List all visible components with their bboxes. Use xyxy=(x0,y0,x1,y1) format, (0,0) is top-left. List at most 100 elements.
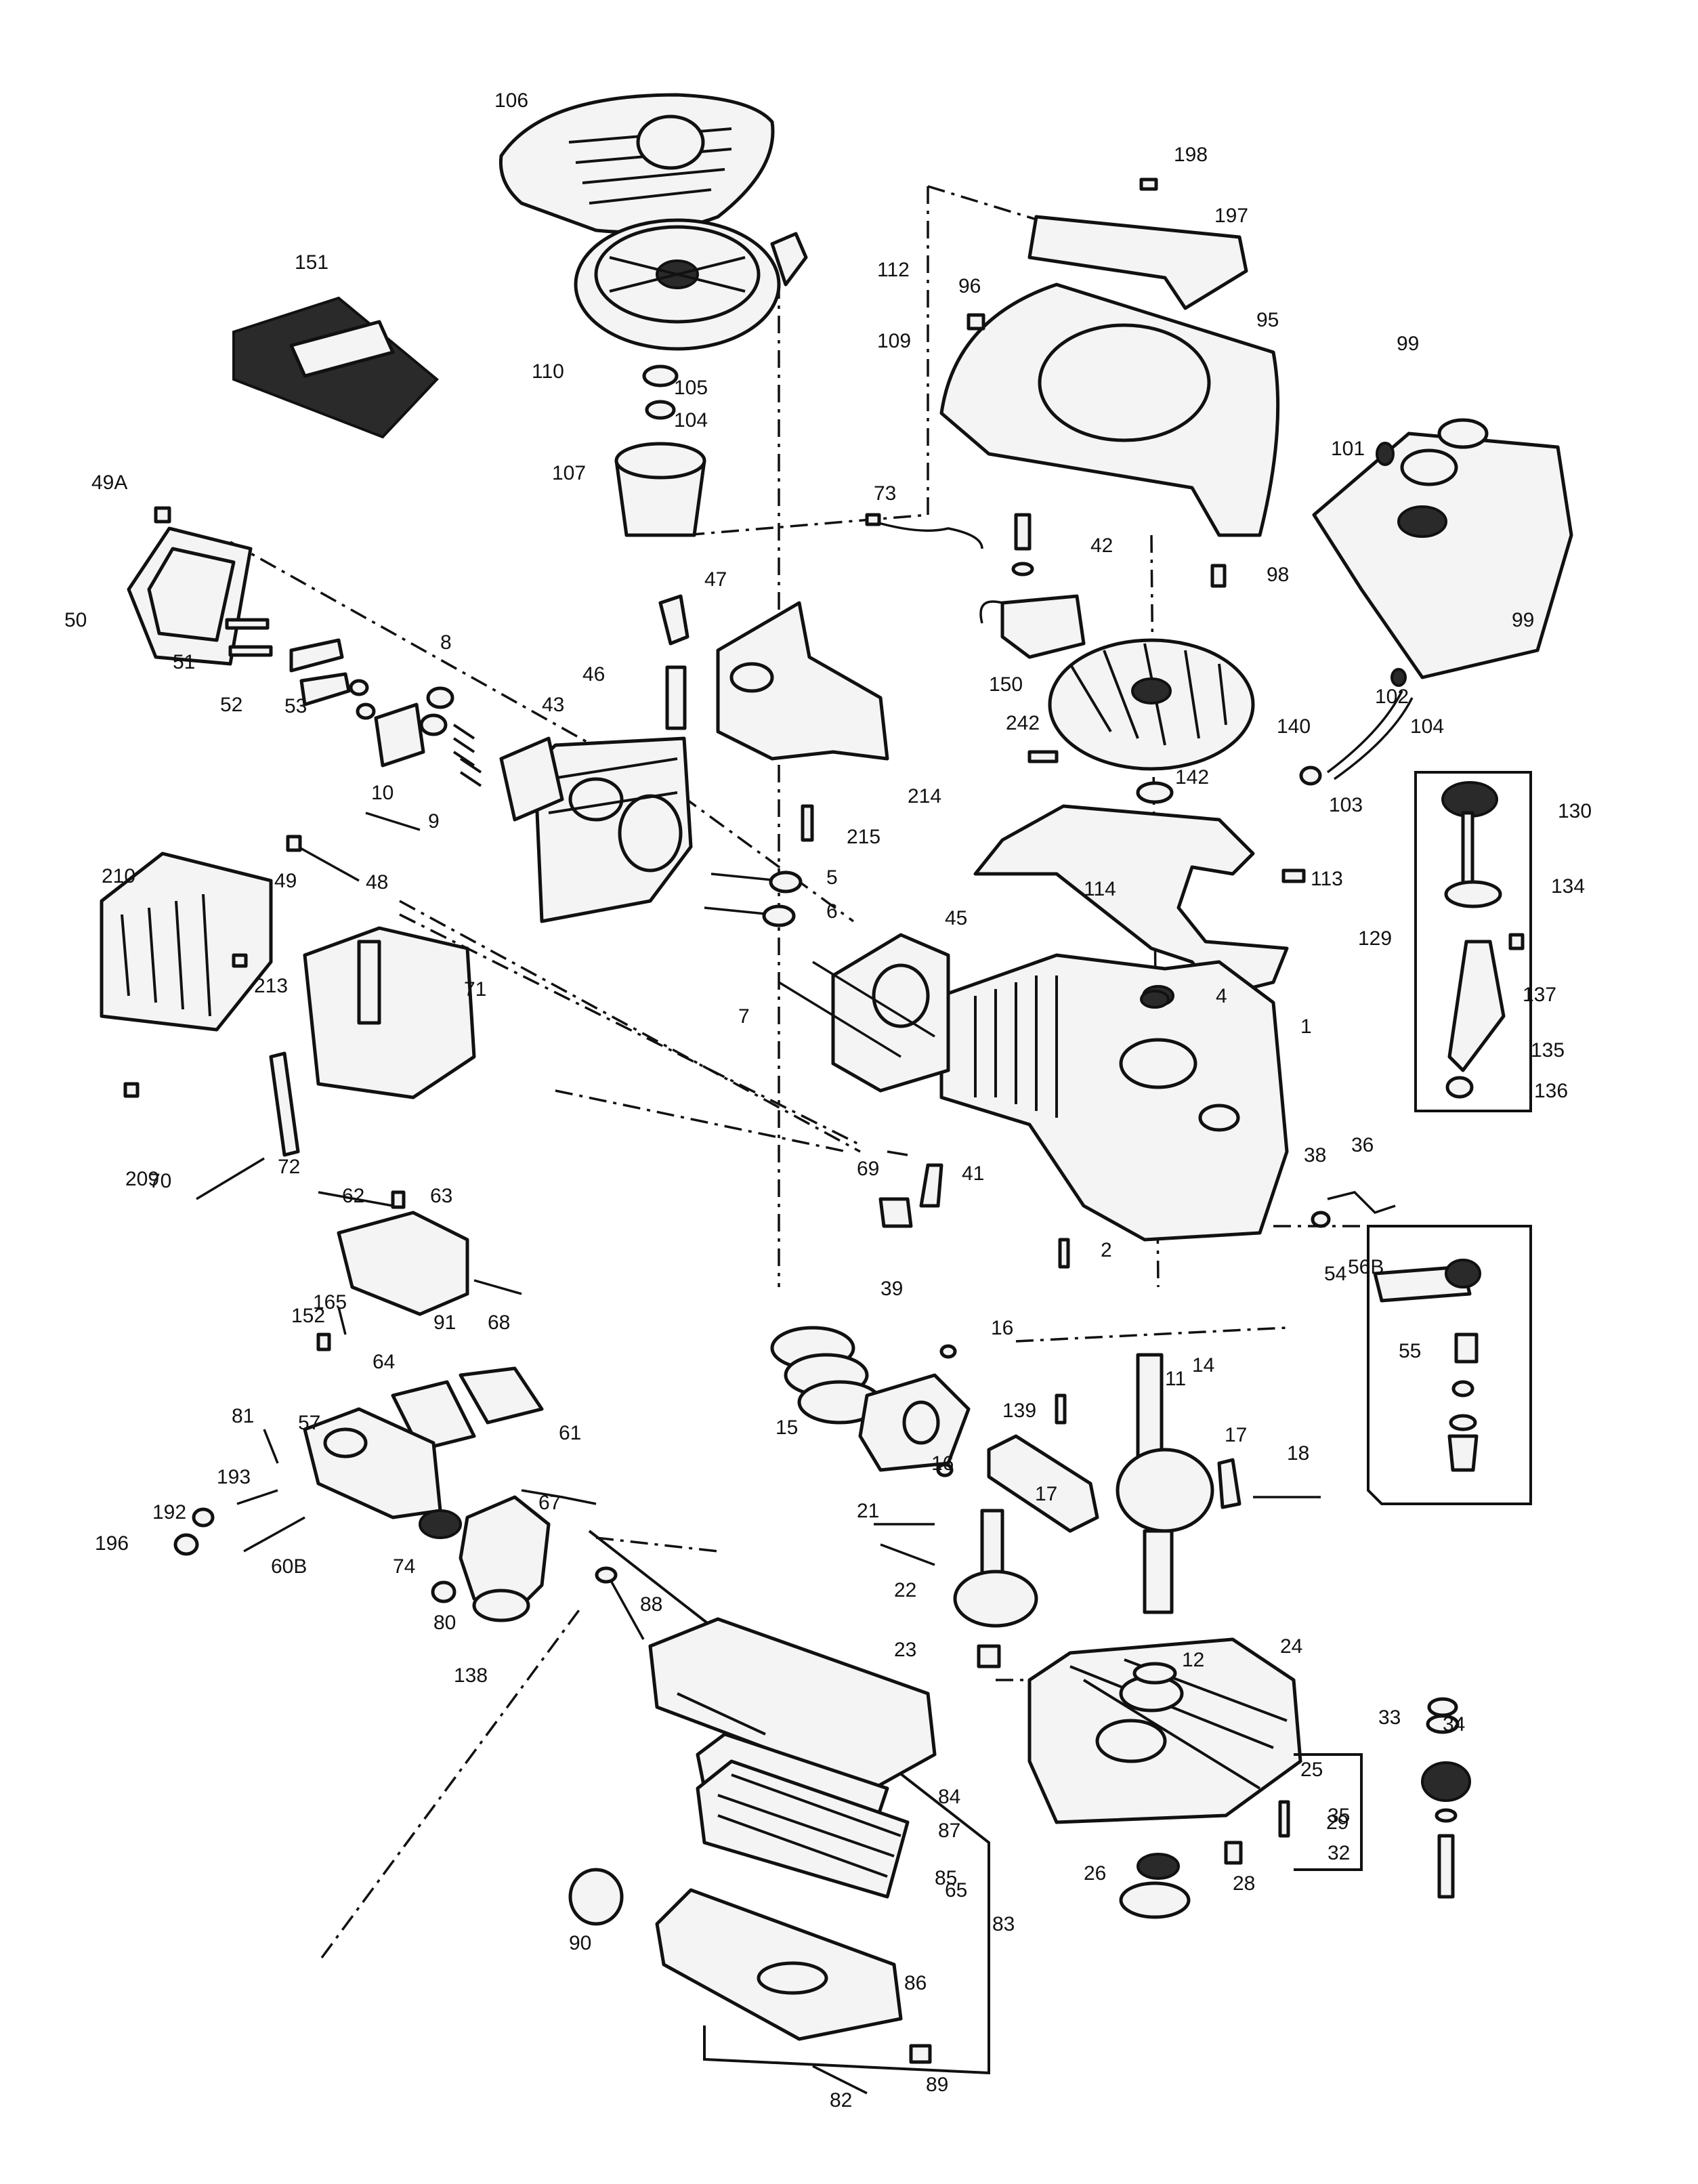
callout-213: 213 xyxy=(254,975,288,997)
callout-42: 42 xyxy=(1090,534,1113,557)
callout-29: 29 xyxy=(1326,1811,1349,1834)
callout-87: 87 xyxy=(938,1820,960,1842)
callout-82: 82 xyxy=(830,2089,852,2112)
part-99-screw xyxy=(967,313,985,331)
part-26-seal xyxy=(1137,1853,1180,1880)
part-70-screw xyxy=(473,1279,522,1295)
part-65-screw xyxy=(391,1190,406,1209)
callout-47: 47 xyxy=(704,568,727,591)
part-107-nut xyxy=(642,364,679,387)
part-39-washer xyxy=(1311,1211,1331,1228)
callout-139: 139 xyxy=(1002,1400,1036,1422)
part-71-spring xyxy=(887,1150,908,1156)
callout-103: 103 xyxy=(1329,794,1363,816)
callout-22: 22 xyxy=(894,1579,916,1601)
part-17-connecting-rod xyxy=(987,1434,1099,1533)
callout-91: 91 xyxy=(433,1311,456,1334)
callout-4: 4 xyxy=(1216,985,1227,1007)
part-53-rocker-stud xyxy=(225,618,273,657)
part-54-rocker-arm xyxy=(289,638,351,707)
callout-106: 106 xyxy=(494,89,528,112)
part-24-crankcase-cover xyxy=(1027,1637,1302,1824)
callout-80: 80 xyxy=(433,1612,456,1634)
part-63-gasket xyxy=(459,1366,544,1425)
part-103-screw xyxy=(1376,442,1395,466)
part-83-screw xyxy=(263,1429,279,1464)
part-105-fuel-line xyxy=(1326,690,1414,780)
part-197-screw xyxy=(236,1489,278,1505)
callout-99: 99 xyxy=(1397,333,1419,355)
part-109-recoil-cover xyxy=(498,93,775,234)
part-99-screw-lower xyxy=(1210,564,1227,588)
callout-18: 18 xyxy=(1287,1442,1309,1465)
callout-64: 64 xyxy=(373,1351,395,1373)
part-16-piston-pin-clip xyxy=(939,1344,957,1359)
part-6-valve xyxy=(704,904,796,927)
part-15-piston-rings xyxy=(770,1326,883,1425)
part-193-spring xyxy=(337,1307,347,1335)
callout-9: 9 xyxy=(428,810,440,833)
callout-8: 8 xyxy=(440,631,452,654)
part-86-air-cleaner-cover xyxy=(648,1617,937,1790)
part-150-flywheel xyxy=(1048,638,1255,771)
part-74-bracket xyxy=(269,1051,300,1157)
callout-86: 86 xyxy=(904,1972,927,1994)
callout-74: 74 xyxy=(393,1555,415,1578)
callout-109: 109 xyxy=(877,330,911,352)
part-152-ignition-module xyxy=(979,594,1086,659)
part-215-screw xyxy=(232,953,248,968)
callout-113: 113 xyxy=(1311,868,1343,890)
callout-89: 89 xyxy=(926,2074,948,2096)
callout-110: 110 xyxy=(532,360,564,383)
part-244-screw xyxy=(1027,750,1059,763)
callout-16: 16 xyxy=(991,1317,1013,1339)
callout-193: 193 xyxy=(217,1466,251,1488)
callout-135: 135 xyxy=(1531,1039,1565,1062)
callout-28: 28 xyxy=(1233,1872,1255,1895)
part-95-gasket xyxy=(568,1868,624,1926)
callout-210: 210 xyxy=(102,865,135,887)
part-16-piston-pin-clip-lower xyxy=(936,1463,954,1477)
callout-38: 38 xyxy=(1304,1144,1326,1167)
part-23-bolt xyxy=(977,1644,1001,1668)
callout-10: 10 xyxy=(371,782,394,804)
part-9-valve-spring xyxy=(452,723,482,787)
part-8-retainer xyxy=(419,686,454,736)
callout-150: 150 xyxy=(989,673,1023,696)
part-43-screw xyxy=(1011,513,1034,576)
callout-34: 34 xyxy=(1443,1713,1465,1736)
callout-50: 50 xyxy=(64,609,87,631)
callout-197: 197 xyxy=(1214,205,1248,227)
callout-5: 5 xyxy=(826,866,838,889)
callout-52: 52 xyxy=(220,694,242,716)
part-2-dowel xyxy=(1058,1238,1070,1269)
part-88-air-cleaner-base xyxy=(655,1888,903,2041)
part-46-gasket xyxy=(831,933,950,1093)
part-90-screw xyxy=(595,1566,645,1640)
part-29-screw xyxy=(1278,1800,1290,1838)
callout-140: 140 xyxy=(1277,715,1311,738)
part-134-dipstick-assembly xyxy=(1414,771,1532,1112)
part-106-washer xyxy=(645,400,676,420)
callout-54: 54 xyxy=(1324,1263,1346,1285)
callout-104: 104 xyxy=(1410,715,1444,738)
part-17-rod-cap xyxy=(1217,1458,1241,1509)
part-213-screw xyxy=(123,1082,140,1098)
callout-36: 36 xyxy=(1351,1134,1374,1156)
callout-15: 15 xyxy=(776,1416,798,1439)
callout-49a: 49A xyxy=(91,471,127,494)
callout-142: 142 xyxy=(1175,766,1209,789)
callout-57: 57 xyxy=(298,1412,320,1434)
part-69-throttle-link xyxy=(521,1489,597,1505)
callout-23: 23 xyxy=(894,1639,916,1661)
part-12-seal xyxy=(1132,1662,1177,1685)
part-14-piston xyxy=(858,1373,971,1472)
part-49a-bolt xyxy=(286,835,360,882)
part-129-screw xyxy=(1281,868,1306,883)
callout-2: 2 xyxy=(1101,1239,1112,1261)
part-82-nut xyxy=(431,1580,457,1603)
part-114-starter-handle xyxy=(770,232,808,287)
callout-32: 32 xyxy=(1328,1842,1350,1864)
part-22-camshaft xyxy=(953,1509,1038,1628)
part-47-cylinder-head xyxy=(533,736,693,923)
